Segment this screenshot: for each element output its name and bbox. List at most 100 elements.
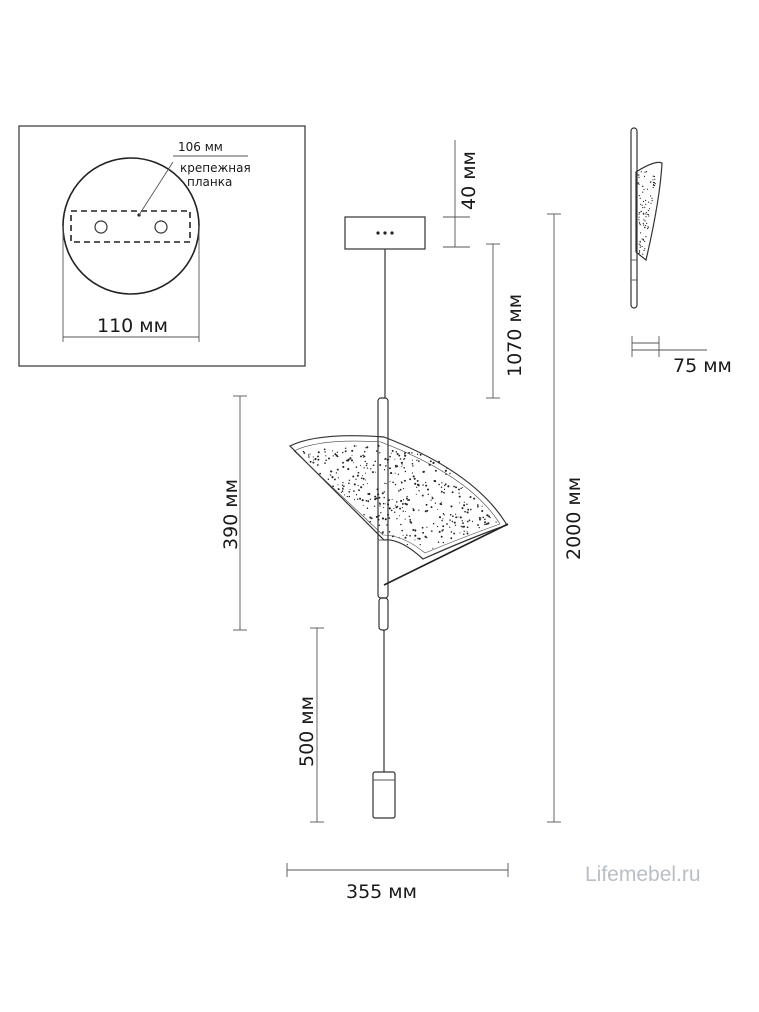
speckle-dot — [442, 525, 445, 528]
speckle-dot — [450, 505, 453, 508]
speckle-dot — [358, 489, 360, 492]
speckle-dot — [314, 457, 317, 460]
side-speckle-dot — [651, 197, 653, 199]
speckle-dot — [395, 466, 397, 468]
side-speckle-dot — [639, 197, 641, 199]
side-speckle-dot — [639, 223, 641, 225]
pendant-lamp — [288, 216, 509, 819]
speckle-dot — [400, 461, 403, 464]
speckle-dot — [487, 522, 490, 525]
speckle-dot — [317, 458, 320, 461]
speckle-dot — [342, 451, 344, 454]
speckle-dot — [325, 455, 327, 457]
side-speckle-dot — [654, 183, 656, 185]
shade-texture — [302, 444, 497, 549]
side-speckle-dot — [650, 195, 652, 197]
speckle-dot — [426, 488, 430, 491]
label-bracket-line1: крепежная — [180, 161, 251, 175]
speckle-dot — [330, 475, 332, 477]
speckle-dot — [394, 472, 396, 474]
side-speckle-dot — [642, 207, 644, 209]
speckle-dot — [353, 445, 356, 447]
speckle-dot — [384, 458, 386, 460]
speckle-dot — [418, 489, 420, 492]
speckle-dot — [394, 483, 397, 486]
speckle-dot — [444, 483, 447, 486]
speckle-dot — [449, 526, 451, 528]
speckle-dot — [443, 491, 445, 494]
side-speckle-dot — [644, 171, 646, 173]
speckle-dot — [370, 468, 372, 470]
side-speckle-dot — [638, 195, 640, 197]
speckle-dot — [398, 515, 400, 517]
side-speckle-dot — [642, 191, 644, 193]
speckle-dot — [461, 520, 463, 522]
speckle-dot — [384, 503, 386, 505]
side-speckle-dot — [643, 249, 645, 252]
speckle-dot — [412, 529, 415, 531]
speckle-dot — [341, 490, 344, 493]
speckle-dot — [401, 464, 403, 466]
speckle-dot — [401, 466, 403, 468]
speckle-dot — [365, 464, 368, 467]
speckle-dot — [402, 499, 405, 501]
side-speckle-dot — [643, 200, 645, 203]
speckle-dot — [401, 481, 403, 484]
speckle-dot — [337, 488, 340, 491]
speckle-dot — [459, 502, 461, 504]
side-speckle-dot — [642, 185, 644, 187]
side-speckle-dot — [653, 176, 656, 178]
speckle-dot — [466, 532, 469, 535]
speckle-dot — [453, 485, 455, 488]
speckle-dot — [337, 484, 339, 486]
speckle-dot — [361, 499, 364, 502]
speckle-dot — [477, 524, 479, 526]
side-speckle-dot — [643, 219, 645, 221]
speckle-dot — [409, 478, 412, 481]
speckle-dot — [379, 505, 381, 507]
speckle-dot — [400, 523, 402, 526]
speckle-dot — [412, 509, 415, 512]
speckle-dot — [382, 502, 385, 505]
speckle-dot — [430, 530, 433, 532]
speckle-dot — [375, 450, 378, 452]
speckle-dot — [344, 450, 347, 453]
side-speckle-dot — [643, 224, 645, 226]
speckle-dot — [347, 468, 350, 471]
speckle-dot — [398, 454, 401, 457]
speckle-dot — [464, 510, 466, 513]
speckle-dot — [463, 504, 466, 507]
side-speckle-dot — [640, 232, 642, 234]
speckle-dot — [479, 518, 481, 521]
dim-355: 355 мм — [286, 863, 509, 903]
speckle-dot — [442, 512, 445, 515]
speckle-dot — [330, 470, 333, 473]
speckle-dot — [384, 482, 386, 484]
speckle-dot — [396, 505, 399, 508]
side-speckle-dot — [637, 174, 639, 176]
speckle-dot — [416, 483, 420, 486]
speckle-dot — [394, 504, 396, 506]
speckle-dot — [404, 454, 407, 457]
speckle-dot — [438, 530, 441, 533]
speckle-dot — [463, 501, 465, 503]
speckle-dot — [365, 499, 368, 502]
speckle-dot — [355, 445, 357, 447]
speckle-dot — [357, 484, 359, 487]
speckle-dot — [344, 447, 347, 450]
speckle-dot — [466, 530, 468, 532]
speckle-dot — [413, 477, 416, 480]
speckle-dot — [399, 488, 402, 491]
speckle-dot — [427, 493, 430, 496]
speckle-dot — [440, 490, 443, 493]
speckle-dot — [340, 491, 343, 493]
speckle-dot — [412, 475, 415, 478]
side-speckle-dot — [640, 171, 642, 173]
speckle-dot — [484, 523, 486, 526]
speckle-dot — [387, 513, 389, 516]
speckle-dot — [328, 457, 330, 460]
speckle-dot — [390, 472, 393, 475]
side-speckle-dot — [645, 211, 648, 214]
speckle-dot — [389, 481, 391, 483]
speckle-dot — [411, 462, 414, 465]
